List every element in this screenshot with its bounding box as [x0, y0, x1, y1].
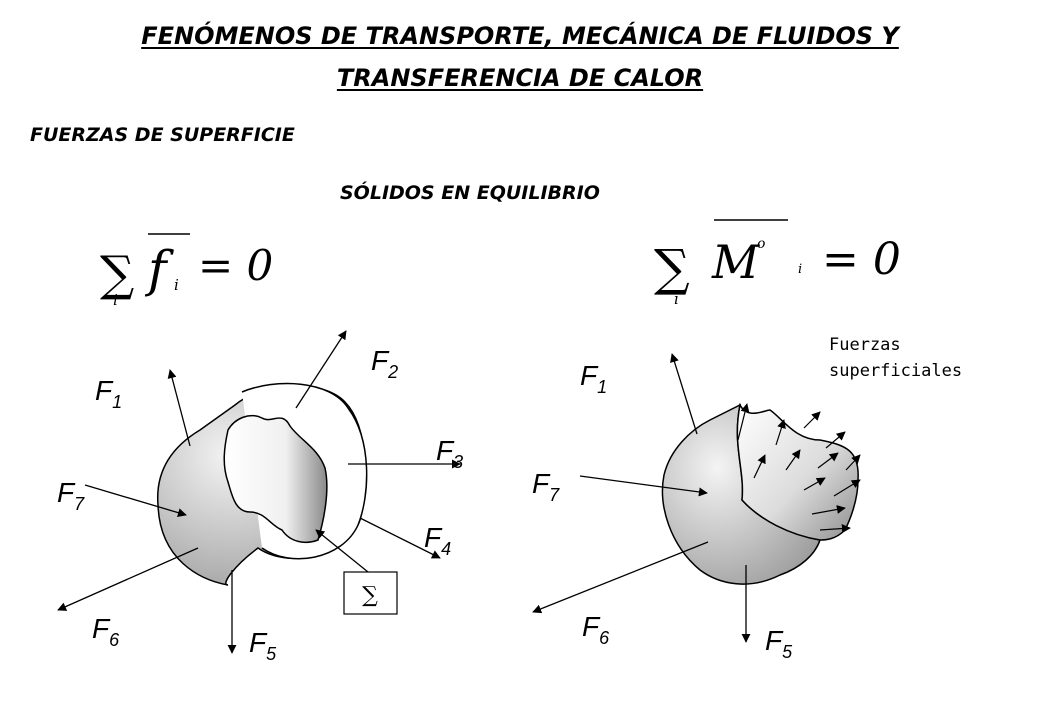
equation-right-equals-zero: = 0 [822, 234, 901, 285]
right-body [661, 402, 859, 585]
left-label-f1-sub: 1 [112, 392, 122, 412]
equation-right-sum-symbol: ∑ [654, 239, 690, 297]
page-title-line-2: TRANSFERENCIA DE CALOR [336, 64, 704, 92]
left-force-f4-arrow [359, 517, 441, 559]
left-force-f2-arrow [295, 330, 347, 409]
left-force-f6-arrow [57, 547, 199, 611]
equation-left-index-below: i [113, 291, 118, 309]
right-label-f6-letter: F [582, 611, 601, 642]
left-label-f6-sub: 6 [109, 630, 120, 650]
left-label-f2-letter: F [371, 345, 390, 376]
left-force-f1-arrow [167, 369, 191, 447]
left-label-f4-letter: F [424, 522, 443, 553]
right-label-f6-sub: 6 [599, 628, 610, 648]
page-title-line-1: FENÓMENOS DE TRANSPORTE, MECÁNICA DE FLU… [141, 22, 899, 50]
right-label-f6: F6 [582, 611, 610, 648]
left-sigma-box: ∑ [343, 571, 398, 615]
left-label-f7-letter: F [57, 477, 76, 508]
equation-left-variable: f [144, 240, 174, 298]
left-label-f2: F2 [371, 345, 398, 382]
right-force-f6-arrow [532, 541, 709, 614]
left-force-f7-arrow [84, 484, 187, 518]
right-label-f7-sub: 7 [549, 485, 560, 505]
left-label-f1: F1 [95, 375, 122, 412]
left-cut-surface [223, 414, 328, 543]
left-sigma-box-symbol: ∑ [362, 583, 378, 608]
equation-right-superscript: o [757, 236, 765, 252]
right-force-labels: F1 F5 F6 F7 [532, 360, 793, 662]
left-label-f7-sub: 7 [74, 494, 85, 514]
right-annotation: Fuerzas superficiales [829, 335, 962, 381]
equation-moment-sum: ∑ i M o i = 0 [654, 219, 901, 308]
right-label-f1: F1 [580, 360, 607, 397]
left-label-f4-sub: 4 [441, 539, 451, 559]
right-label-f5: F5 [765, 625, 793, 662]
left-label-f3-letter: F [436, 435, 455, 466]
equation-right-subscript: i [798, 262, 802, 277]
left-force-arrows [57, 330, 461, 654]
right-label-f5-letter: F [765, 625, 784, 656]
right-label-f1-letter: F [580, 360, 599, 391]
right-force-f7-arrow [579, 475, 708, 497]
left-label-f1-letter: F [95, 375, 114, 406]
right-label-f1-sub: 1 [597, 377, 607, 397]
left-label-f7: F7 [57, 477, 85, 514]
right-label-f7-letter: F [532, 468, 551, 499]
right-label-f5-sub: 5 [782, 642, 793, 662]
left-sigma-pointer-arrow [315, 529, 369, 573]
right-annotation-line-2: superficiales [829, 361, 962, 381]
left-label-f3-sub: 3 [453, 452, 463, 472]
equation-left-sum-symbol: ∑ [100, 246, 134, 302]
right-force-arrows [532, 353, 751, 643]
equation-force-sum: ∑ i f i = 0 [100, 233, 273, 309]
left-sigma-box-frame [343, 571, 398, 615]
section-heading: FUERZAS DE SUPERFICIE [30, 124, 295, 146]
left-label-f5-sub: 5 [266, 644, 277, 664]
equation-left-equals-zero: = 0 [198, 241, 273, 290]
left-label-f4: F4 [424, 522, 451, 559]
left-force-labels: F1 F2 F3 F4 F5 F6 F7 [57, 345, 463, 664]
equation-right-index-below: i [674, 290, 679, 308]
left-label-f5: F5 [249, 627, 277, 664]
left-label-f3: F3 [436, 435, 463, 472]
right-force-f1-arrow [670, 353, 698, 435]
left-label-f2-sub: 2 [387, 362, 398, 382]
right-cut-surface [736, 402, 859, 541]
left-label-f6: F6 [92, 613, 120, 650]
left-body [157, 382, 368, 586]
left-label-f5-letter: F [249, 627, 268, 658]
subsection-heading: SÓLIDOS EN EQUILIBRIO [340, 182, 600, 204]
right-surface-force-arrows [737, 403, 861, 534]
right-label-f7: F7 [532, 468, 560, 505]
equation-left-subscript: i [174, 276, 179, 294]
right-annotation-line-1: Fuerzas [829, 335, 901, 355]
equation-right-variable: M [711, 235, 761, 289]
left-label-f6-letter: F [92, 613, 111, 644]
